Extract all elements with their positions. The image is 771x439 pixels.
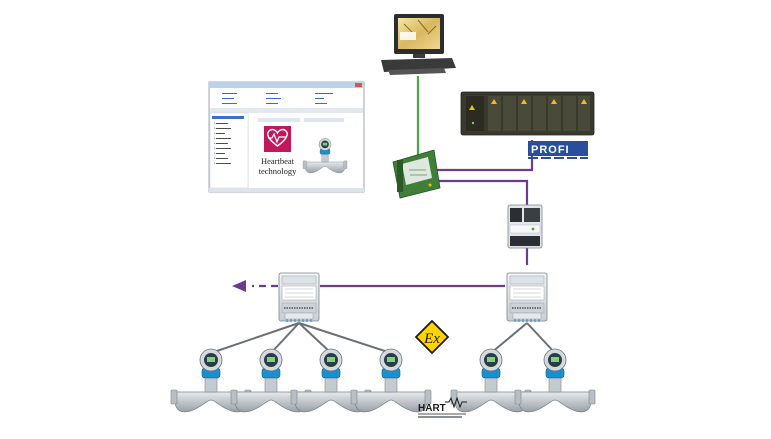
svg-text:▬▬▬▬▬: ▬▬▬▬▬ xyxy=(222,91,237,95)
svg-text:▬▬▬▬▬▬: ▬▬▬▬▬▬ xyxy=(315,91,333,95)
flowmeter-icon-6 xyxy=(514,348,596,413)
heartbeat-label: Heartbeat xyxy=(261,156,295,166)
svg-text:▪ ▬▬▬▬▬: ▪ ▬▬▬▬▬ xyxy=(214,146,231,150)
profibus-logo-text: PROFI xyxy=(531,144,570,156)
svg-text:▬▬▬▬: ▬▬▬▬ xyxy=(222,96,234,100)
atex-ex-text: Ex xyxy=(423,331,440,347)
gateway-icon xyxy=(392,149,441,199)
svg-text:▬▬▬▬: ▬▬▬▬ xyxy=(266,91,278,95)
svg-text:▪ ▬▬▬▬: ▪ ▬▬▬▬ xyxy=(214,121,228,125)
svg-text:▪ ▬▬▬▬▬: ▪ ▬▬▬▬▬ xyxy=(214,161,231,165)
svg-text:▪ ▬▬▬▬: ▪ ▬▬▬▬ xyxy=(214,156,228,160)
profibus-logo: PROFI xyxy=(528,141,588,159)
svg-text:▬▬▬▬: ▬▬▬▬ xyxy=(315,101,327,105)
svg-text:▬▬▬: ▬▬▬ xyxy=(315,96,324,100)
atex-icon: Ex xyxy=(414,319,450,355)
repeater-icon xyxy=(507,204,543,249)
hart-logo: HART xyxy=(418,396,467,418)
software-window[interactable]: ▬▬▬▬▬▬▬▬▬▬▬▬▬▬▬ ▬▬▬▬▬▬▬▬▬▬▬▬ ▬▬▬▬▬▬▬▬▬▬▬… xyxy=(208,81,365,193)
plc-rack-icon xyxy=(460,91,595,136)
svg-text:▪ ▬▬▬▬▬: ▪ ▬▬▬▬▬ xyxy=(214,136,231,140)
svg-text:▪ ▬▬▬▬: ▪ ▬▬▬▬ xyxy=(214,141,228,145)
technology-label: technology xyxy=(259,166,298,176)
spur-lines xyxy=(210,322,556,354)
mux-right xyxy=(506,272,548,323)
bus-to-plc xyxy=(437,140,534,172)
heartbeat-icon xyxy=(264,126,291,152)
hart-logo-text: HART xyxy=(418,403,446,414)
svg-text:▬▬▬▬▬: ▬▬▬▬▬ xyxy=(222,101,237,105)
svg-text:▪ ▬▬▬: ▪ ▬▬▬ xyxy=(214,151,225,155)
svg-text:▪ ▬▬▬▬▬: ▪ ▬▬▬▬▬ xyxy=(214,126,231,130)
workstation-icon xyxy=(381,14,456,75)
window-close-icon[interactable] xyxy=(355,83,362,87)
svg-text:▬▬▬▬▬: ▬▬▬▬▬ xyxy=(266,96,281,100)
svg-text:▬▬▬▬: ▬▬▬▬ xyxy=(266,101,278,105)
svg-text:▪ ▬▬▬: ▪ ▬▬▬ xyxy=(214,131,225,135)
bus-to-repeater xyxy=(437,179,529,205)
mux-left xyxy=(278,272,320,323)
bus-arrow-icon xyxy=(232,280,246,292)
cables xyxy=(210,76,556,354)
